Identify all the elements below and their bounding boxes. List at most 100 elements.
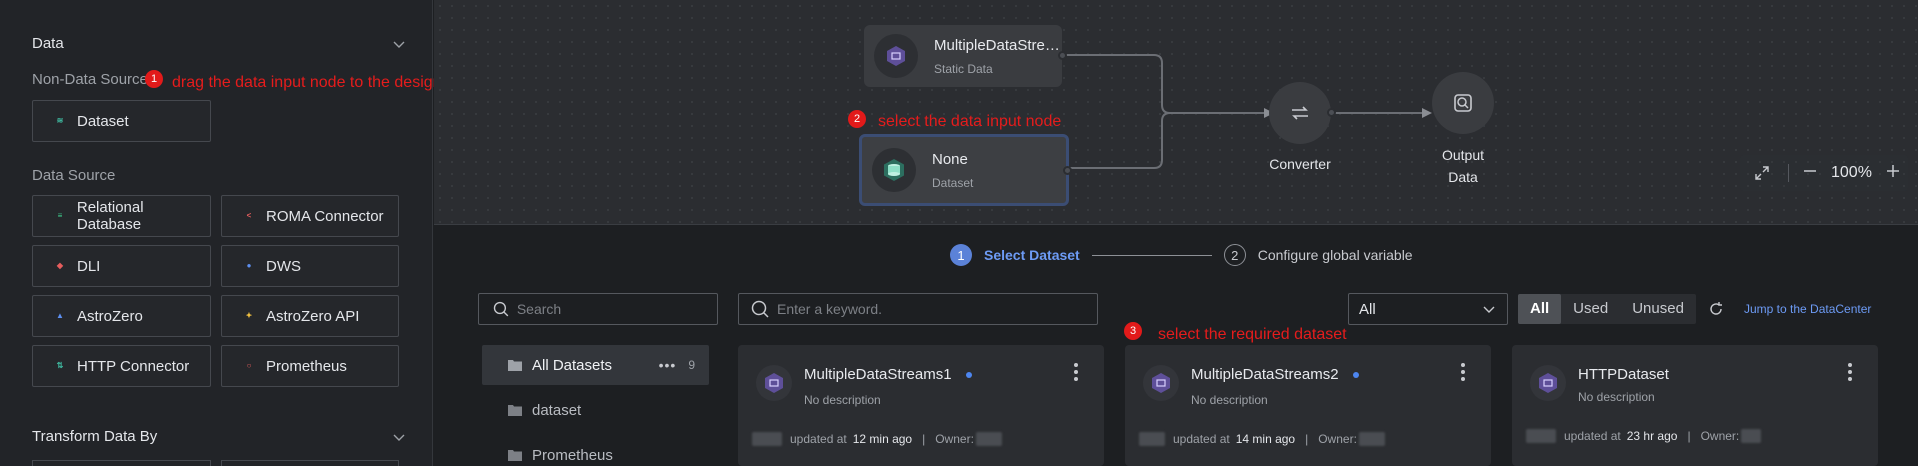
dataset-card[interactable]: MultipleDataStreams2 No description upda… [1125, 345, 1491, 466]
dataset-node-icon [872, 148, 916, 192]
zoom-out-icon[interactable] [1803, 164, 1817, 183]
relational-database-icon: ≡ [57, 211, 63, 220]
palette-node-label: DLI [77, 257, 101, 275]
output-data-label: Output Data [1413, 144, 1513, 188]
step-connector [1091, 254, 1212, 256]
divider [1788, 164, 1789, 182]
roma-connector-icon: < [246, 211, 252, 220]
flow-node-output-data[interactable] [1432, 72, 1494, 134]
usage-filter-select[interactable]: All [1348, 293, 1508, 325]
more-vertical-icon[interactable] [1461, 363, 1465, 381]
dataset-icon: ≋ [56, 116, 64, 125]
search-icon [493, 301, 509, 317]
dataset-card[interactable]: MultipleDataStreams1 No description upda… [738, 345, 1104, 466]
flow-node-converter[interactable] [1269, 82, 1336, 144]
section-transform-title: Transform Data By [32, 428, 158, 445]
palette-node-astrozero[interactable]: ▲ AstroZero [32, 295, 211, 337]
palette-node-roma-connector[interactable]: < ROMA Connector [221, 195, 399, 237]
flow-node-subtitle: Dataset [932, 175, 974, 190]
more-vertical-icon[interactable] [1848, 363, 1852, 381]
chevron-down-icon[interactable] [392, 37, 406, 51]
more-vertical-icon[interactable] [1074, 363, 1078, 381]
palette-node-partial[interactable] [221, 460, 399, 466]
step-1-label[interactable]: Select Dataset [984, 247, 1080, 263]
redacted-name [1526, 429, 1556, 443]
folder-label: All Datasets [532, 356, 613, 374]
zoom-level: 100% [1831, 164, 1872, 181]
annotation-3-badge: 3 [1124, 322, 1142, 340]
palette-node-label: AstroZero [77, 307, 143, 325]
dataset-card-title: MultipleDataStreams2 [1191, 366, 1359, 383]
status-dot [1352, 371, 1359, 378]
palette-node-label: Prometheus [266, 357, 347, 375]
select-value: All [1359, 300, 1376, 318]
palette-node-label: Relational Database [76, 199, 144, 233]
palette-node-dli[interactable]: ◆ DLI [32, 245, 211, 287]
output-port[interactable] [1063, 166, 1072, 175]
palette-node-dws[interactable]: ● DWS [221, 245, 399, 287]
chevron-down-icon [1483, 306, 1495, 313]
palette-node-label: ROMA Connector [266, 207, 384, 225]
folder-label: dataset [532, 401, 582, 419]
usage-segmented-control: All Used Unused [1518, 294, 1696, 324]
output-data-label-line1: Output [1441, 147, 1485, 163]
palette-node-http-connector[interactable]: ⇅ HTTP Connector [32, 345, 211, 387]
flow-node-title: MultipleDataStreams1 [934, 36, 1062, 54]
status-dot [965, 371, 972, 378]
dataset-card-description: No description [1578, 390, 1655, 404]
segment-used[interactable]: Used [1573, 300, 1609, 317]
palette-node-prometheus[interactable]: ○ Prometheus [221, 345, 399, 387]
zoom-in-icon[interactable] [1886, 164, 1900, 183]
output-data-label-line2: Data [1448, 169, 1478, 185]
flow-node-static-data[interactable]: MultipleDataStreams1 Static Data [864, 25, 1067, 87]
keyword-search-input[interactable] [777, 301, 1082, 317]
folder-label: Prometheus [532, 446, 613, 464]
palette-node-relational-database[interactable]: ≡ Relational Database [32, 195, 211, 237]
dataset-card-description: No description [1191, 393, 1268, 407]
palette-node-astrozero-api[interactable]: ✦ AstroZero API [221, 295, 399, 337]
more-icon[interactable]: ••• [658, 357, 677, 373]
design-canvas[interactable]: MultipleDataStreams1 Static Data 2 selec… [434, 0, 1918, 225]
chevron-down-icon[interactable] [392, 430, 406, 444]
folder-icon [508, 360, 522, 371]
output-data-icon [1454, 94, 1472, 112]
converter-label: Converter [1269, 156, 1331, 172]
node-palette: Data Non-Data Source 1 drag the data inp… [0, 0, 478, 466]
dws-icon: ● [246, 261, 252, 270]
palette-node-partial[interactable] [32, 460, 211, 466]
segment-unused[interactable]: Unused [1632, 300, 1684, 317]
flow-node-dataset-selected[interactable]: None Dataset [859, 134, 1072, 206]
annotation-2-badge: 2 [848, 110, 866, 128]
output-port[interactable] [1058, 51, 1067, 60]
folder-item-dataset[interactable]: dataset [482, 390, 709, 430]
jump-to-datacenter-link[interactable]: Jump to the DataCenter [1744, 302, 1872, 316]
palette-node-label: AstroZero API [266, 307, 360, 325]
keyword-search-box[interactable] [738, 293, 1098, 325]
edge-node2-converter [1066, 112, 1264, 169]
folder-search-input[interactable] [516, 301, 717, 317]
output-port[interactable] [1327, 108, 1336, 117]
folder-item-prometheus[interactable]: Prometheus [482, 435, 709, 466]
step-2-label[interactable]: Configure global variable [1257, 247, 1413, 263]
edge-node1-converter [1066, 54, 1264, 114]
folder-search-box[interactable] [478, 293, 718, 325]
flow-edges [1066, 54, 1432, 169]
dli-icon: ◆ [56, 261, 64, 270]
redacted-owner [975, 432, 1002, 446]
dataset-card-description: No description [804, 393, 881, 407]
palette-node-dataset[interactable]: ≋ Dataset [32, 100, 211, 142]
redacted-owner [1358, 432, 1385, 446]
segment-all[interactable]: All [1518, 294, 1562, 324]
arrow-head [1422, 108, 1432, 118]
converter-icon [1292, 106, 1308, 120]
refresh-icon[interactable] [1708, 301, 1724, 317]
fit-view-icon[interactable] [1754, 165, 1770, 181]
annotation-2-text: select the data input node [878, 113, 1062, 130]
folder-count: 9 [688, 358, 695, 372]
flow-node-subtitle: Static Data [934, 61, 993, 76]
folder-item-all-datasets[interactable]: All Datasets ••• 9 [482, 345, 709, 385]
zoom-controls: 100% [1740, 155, 1908, 191]
